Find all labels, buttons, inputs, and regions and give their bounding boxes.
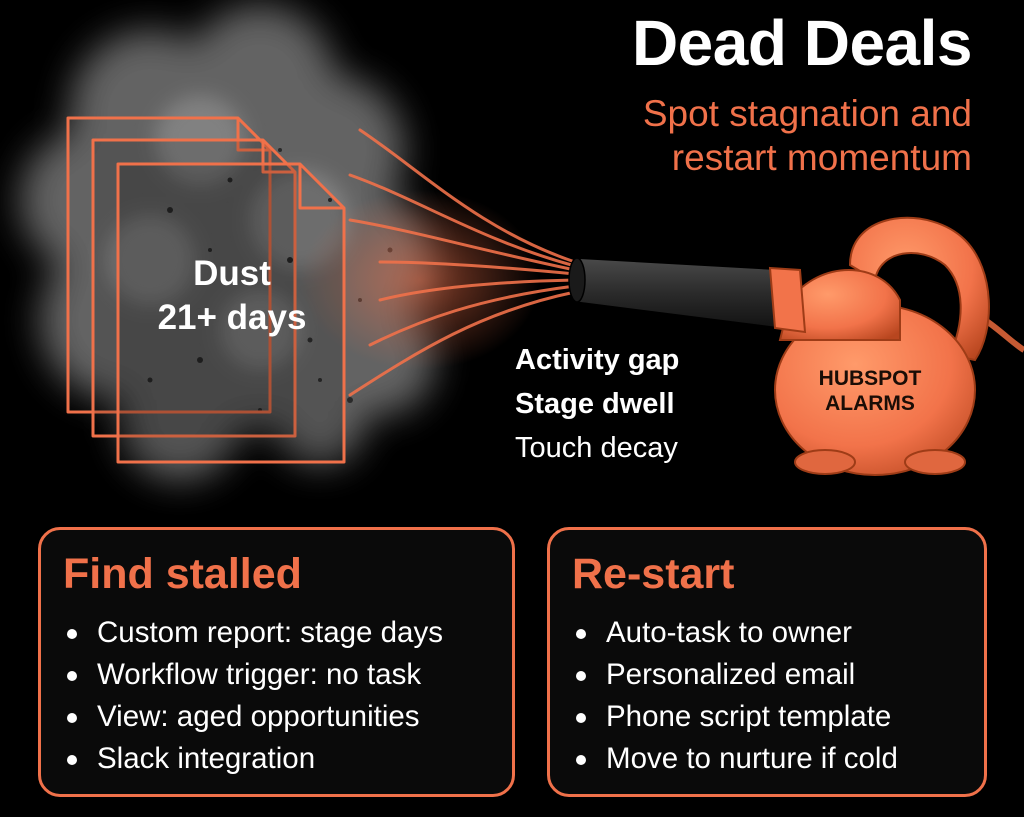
list-item: View: aged opportunities: [63, 696, 443, 738]
blower-label-line-2: ALARMS: [825, 392, 915, 415]
metrics-list: Activity gap Stage dwell Touch decay: [515, 338, 679, 470]
dust-label-line-1: Dust: [193, 254, 271, 293]
list-item: Auto-task to owner: [572, 612, 898, 654]
list-item: Move to nurture if cold: [572, 738, 898, 780]
list-item: Phone script template: [572, 696, 898, 738]
document-stack-icon: [66, 116, 346, 464]
list-item: Custom report: stage days: [63, 612, 443, 654]
restart-title: Re-start: [572, 550, 735, 598]
metric-touch-decay: Touch decay: [515, 432, 678, 464]
page-title: Dead Deals: [631, 7, 973, 79]
dust-label: Dust 21+ days: [132, 252, 332, 340]
metric-stage-dwell: Stage dwell: [515, 388, 675, 420]
air-stream-lines: [348, 128, 577, 397]
find-stalled-list: Custom report: stage days Workflow trigg…: [63, 612, 443, 780]
list-item: Workflow trigger: no task: [63, 654, 443, 696]
dust-label-line-2: 21+ days: [157, 298, 307, 337]
metric-activity-gap: Activity gap: [515, 344, 680, 376]
subtitle-line-1: Spot stagnation and: [642, 93, 972, 134]
list-item: Personalized email: [572, 654, 898, 696]
air-glow: [300, 190, 540, 370]
page-subtitle: Spot stagnation and restart momentum: [552, 92, 972, 180]
subtitle-line-2: restart momentum: [671, 137, 972, 178]
blower-label-line-1: HUBSPOT: [818, 367, 922, 390]
find-stalled-card: Find stalled Custom report: stage days W…: [38, 527, 515, 797]
blower-label: HUBSPOT ALARMS: [802, 366, 938, 416]
find-stalled-title: Find stalled: [63, 550, 302, 598]
leaf-blower-icon: [568, 216, 1024, 476]
restart-list: Auto-task to owner Personalized email Ph…: [572, 612, 898, 780]
list-item: Slack integration: [63, 738, 443, 780]
restart-card: Re-start Auto-task to owner Personalized…: [547, 527, 987, 797]
